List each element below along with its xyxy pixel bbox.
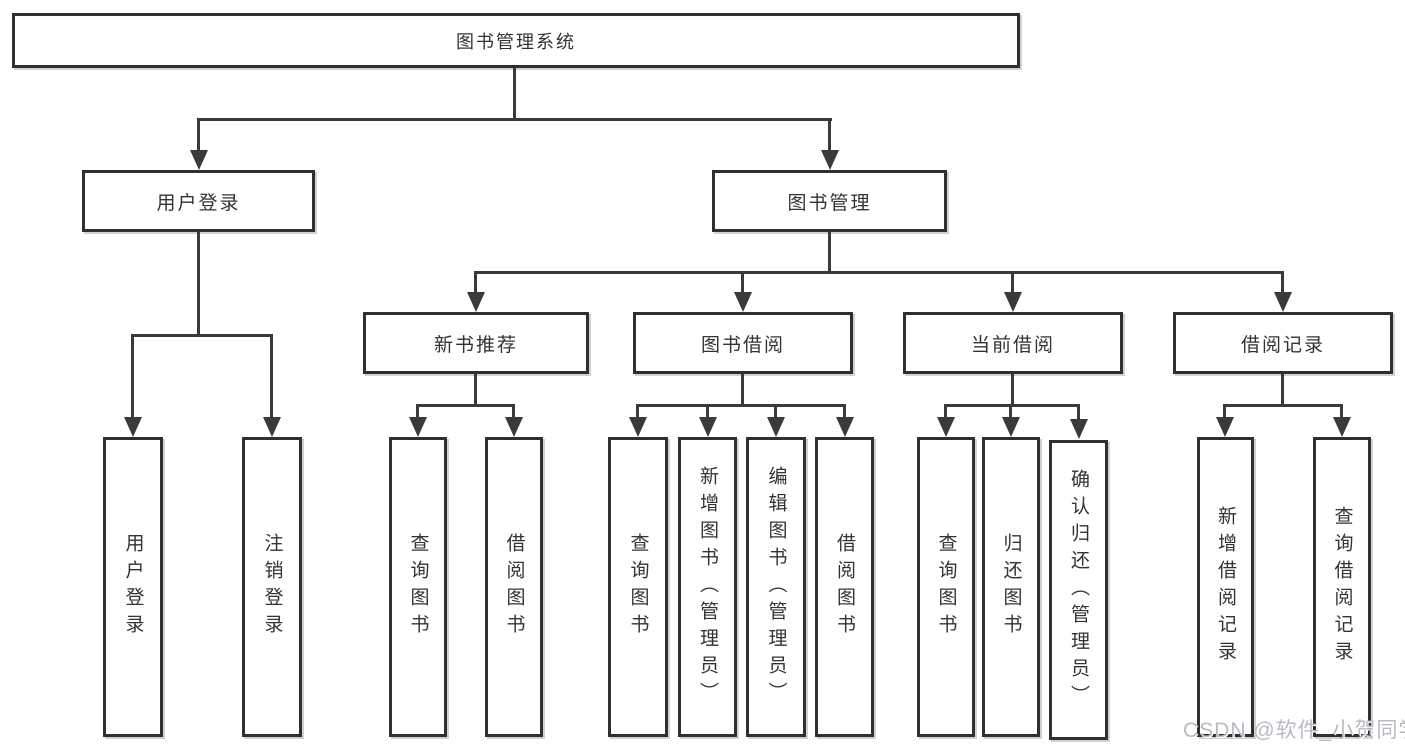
arrow-down-icon — [836, 417, 854, 437]
arrow-down-icon — [821, 150, 839, 170]
leaf-query-books-recommend: 查询图书 — [389, 437, 447, 737]
connector-drop — [1281, 271, 1284, 296]
arrow-down-icon — [1274, 292, 1292, 312]
connector-drop — [706, 404, 709, 420]
connector-stem-records — [1281, 374, 1284, 407]
connector-drop — [741, 271, 744, 296]
leaf-label: 用户登录 — [122, 533, 144, 641]
arrow-down-icon — [734, 292, 752, 312]
leaf-label: 查询图书 — [627, 533, 649, 641]
leaf-label: 查询图书 — [407, 533, 429, 641]
connector-drop — [1223, 404, 1226, 420]
connector-stem-bookborrow — [741, 374, 744, 407]
leaf-confirm-return-admin: 确认归还（管理员） — [1049, 440, 1108, 740]
connector-drop — [1009, 404, 1012, 420]
leaf-label: 新增借阅记录 — [1215, 506, 1236, 668]
node-book-borrowing: 图书借阅 — [633, 312, 853, 374]
leaf-return-books: 归还图书 — [982, 437, 1040, 737]
arrow-down-icon — [1002, 417, 1020, 437]
connector-drop — [944, 404, 947, 420]
arrow-down-icon — [629, 417, 647, 437]
leaf-label: 确认归还（管理员） — [1068, 468, 1089, 712]
arrow-down-icon — [1004, 292, 1022, 312]
leaf-borrow-books: 借阅图书 — [815, 437, 874, 737]
connector-drop — [843, 404, 846, 420]
arrow-down-icon — [505, 417, 523, 437]
connector-hline-level3 — [474, 271, 1284, 274]
leaf-label: 注销登录 — [261, 533, 283, 641]
connector-drop — [1011, 271, 1014, 296]
node-label: 图书借阅 — [700, 334, 785, 356]
leaf-user-login: 用户登录 — [103, 437, 163, 737]
arrow-down-icon — [699, 417, 717, 437]
node-book-management: 图书管理 — [712, 170, 947, 232]
leaf-label: 归还图书 — [1000, 533, 1022, 641]
leaf-label: 借阅图书 — [503, 533, 525, 641]
leaf-add-books-admin: 新增图书（管理员） — [678, 437, 737, 737]
connector-drop — [416, 404, 419, 420]
leaf-label: 新增图书（管理员） — [697, 465, 718, 709]
leaf-query-borrow-record: 查询借阅记录 — [1313, 437, 1371, 737]
leaf-query-books-current: 查询图书 — [917, 437, 975, 737]
connector-drop — [512, 404, 515, 420]
arrow-down-icon — [937, 417, 955, 437]
connector-stem-user-login — [197, 232, 200, 337]
arrow-down-icon — [1216, 417, 1234, 437]
node-label: 图书管理 — [787, 192, 872, 214]
connector-stem-currentborrow — [1011, 374, 1014, 407]
arrow-down-icon — [1070, 419, 1088, 439]
node-label: 借阅记录 — [1240, 334, 1325, 356]
connector-hline-level2 — [198, 118, 832, 121]
node-current-borrowing: 当前借阅 — [903, 312, 1123, 374]
node-label: 图书管理系统 — [456, 31, 576, 52]
connector-drop — [636, 404, 639, 420]
connector-hline-records — [1223, 404, 1343, 407]
node-library-management-system: 图书管理系统 — [12, 13, 1020, 68]
leaf-label: 查询借阅记录 — [1331, 506, 1353, 668]
connector-drop — [131, 334, 134, 420]
arrow-down-icon — [467, 292, 485, 312]
arrow-down-icon — [190, 150, 208, 170]
connector-hline-login — [131, 334, 273, 337]
connector-drop — [270, 334, 273, 420]
connector-hline-bookborrow — [636, 404, 845, 407]
connector-stem-book-management — [828, 232, 831, 274]
connector-stem-newbook — [474, 374, 477, 407]
connector-stem-root — [513, 68, 516, 121]
connector-drop — [474, 271, 477, 296]
connector-hline-newbook — [416, 404, 515, 407]
node-label: 用户登录 — [156, 192, 241, 214]
leaf-logout: 注销登录 — [242, 437, 302, 737]
node-borrowing-records: 借阅记录 — [1173, 312, 1393, 374]
leaf-query-books-borrow: 查询图书 — [608, 437, 668, 737]
leaf-label: 编辑图书（管理员） — [765, 465, 787, 709]
connector-drop — [1340, 404, 1343, 420]
arrow-down-icon — [409, 417, 427, 437]
csdn-watermark: CSDN @软件_小贺同学 — [1183, 719, 1405, 742]
arrow-down-icon — [124, 417, 142, 437]
leaf-label: 借阅图书 — [834, 533, 855, 641]
leaf-borrow-books-recommend: 借阅图书 — [485, 437, 543, 737]
node-user-login: 用户登录 — [82, 170, 315, 232]
node-label: 新书推荐 — [433, 334, 518, 356]
node-new-book-recommendation: 新书推荐 — [363, 312, 589, 374]
leaf-add-borrow-record: 新增借阅记录 — [1197, 437, 1254, 737]
arrow-down-icon — [767, 417, 785, 437]
connector-drop — [828, 118, 831, 154]
connector-drop — [1077, 404, 1080, 420]
arrow-down-icon — [263, 417, 281, 437]
connector-drop — [197, 118, 200, 154]
leaf-label: 查询图书 — [935, 533, 957, 641]
arrow-down-icon — [1333, 417, 1351, 437]
node-label: 当前借阅 — [970, 334, 1055, 356]
connector-drop — [774, 404, 777, 420]
leaf-edit-books-admin: 编辑图书（管理员） — [746, 437, 806, 737]
